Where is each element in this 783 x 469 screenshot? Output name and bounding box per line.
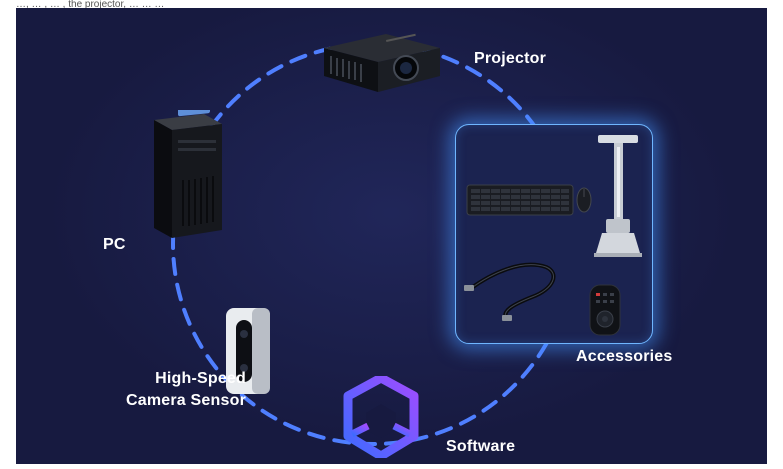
cable-icon bbox=[464, 262, 556, 321]
ceiling-mount-icon bbox=[594, 135, 642, 257]
label-software: Software bbox=[446, 438, 516, 455]
header-text: …, … , … , the projector, … … … bbox=[16, 0, 165, 10]
diagram-panel: Projector PC High-Speed Camera Sensor So… bbox=[16, 8, 767, 464]
label-camera-line1: High-Speed bbox=[155, 370, 246, 387]
software-logo-icon bbox=[343, 376, 419, 458]
mouse-icon bbox=[576, 187, 592, 213]
keyboard-icon bbox=[466, 184, 574, 216]
remote-control-icon bbox=[589, 284, 621, 336]
camera-sensor-icon bbox=[226, 308, 270, 394]
label-camera-line2: Camera Sensor bbox=[126, 392, 246, 409]
accessories-box bbox=[455, 124, 653, 344]
pc-tower-icon bbox=[154, 110, 222, 238]
label-accessories: Accessories bbox=[576, 348, 673, 365]
label-projector: Projector bbox=[474, 50, 547, 67]
projector-icon bbox=[324, 33, 440, 92]
label-pc: PC bbox=[103, 236, 126, 253]
